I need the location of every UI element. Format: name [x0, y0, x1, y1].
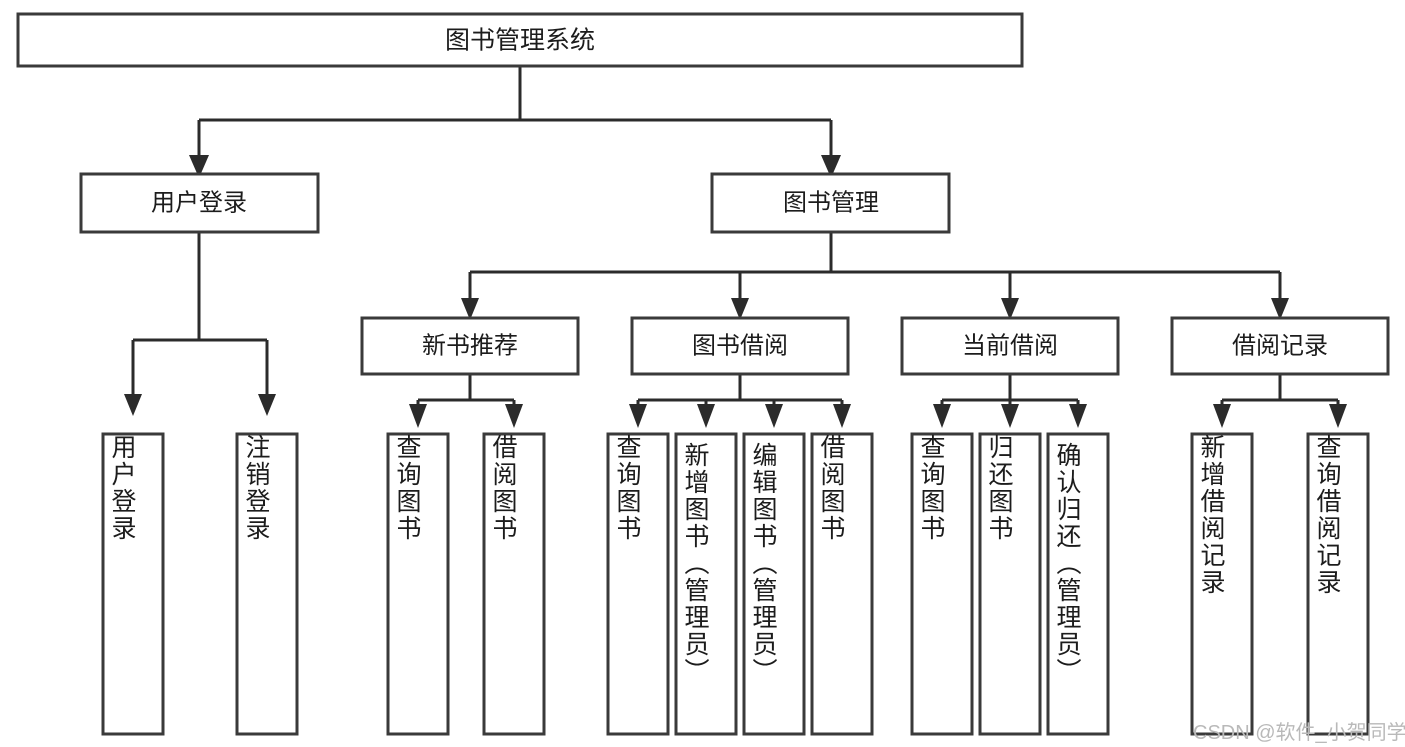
node-user-login[interactable]: 用户登录 — [79, 172, 320, 234]
watermark-text: CSDN @软件_小贺同学 — [1193, 722, 1405, 744]
connector-current-to-leaves — [933, 374, 1087, 428]
connector-bookmgmt-to-level3 — [461, 232, 1289, 320]
node-borrow-record-label: 借阅记录 — [1232, 332, 1328, 359]
node-leaf-add-book[interactable] — [674, 432, 738, 736]
node-leaf-confirm-return[interactable] — [1046, 432, 1110, 736]
connector-root-to-level2 — [189, 66, 841, 178]
node-leaf-return-book[interactable] — [978, 432, 1042, 736]
node-book-borrow[interactable]: 图书借阅 — [630, 316, 850, 376]
node-leaf-query-book-1[interactable] — [386, 432, 450, 736]
node-leaf-logout[interactable] — [235, 432, 299, 736]
node-user-login-label: 用户登录 — [151, 189, 247, 216]
connector-newbook-to-leaves — [409, 374, 523, 428]
node-borrow-record[interactable]: 借阅记录 — [1170, 316, 1390, 376]
node-book-management-label: 图书管理 — [783, 189, 879, 216]
node-root[interactable]: 图书管理系统 — [16, 12, 1024, 68]
node-leaf-query-book-2[interactable] — [606, 432, 670, 736]
node-book-borrow-label: 图书借阅 — [692, 332, 788, 359]
node-leaf-user-login[interactable] — [101, 432, 165, 736]
node-leaf-query-record[interactable] — [1306, 432, 1370, 736]
node-root-label: 图书管理系统 — [445, 27, 595, 55]
connector-borrow-to-leaves — [629, 374, 851, 428]
connector-record-to-leaves — [1213, 374, 1347, 428]
node-current-borrow[interactable]: 当前借阅 — [900, 316, 1120, 376]
node-book-management[interactable]: 图书管理 — [710, 172, 951, 234]
node-current-borrow-label: 当前借阅 — [962, 332, 1058, 359]
node-leaf-borrow-book-1[interactable] — [482, 432, 546, 736]
node-leaf-edit-book[interactable] — [742, 432, 806, 736]
connector-userlogin-to-leaves — [124, 232, 276, 416]
node-leaf-borrow-book-2[interactable] — [810, 432, 874, 736]
node-leaf-add-record[interactable] — [1190, 432, 1254, 736]
node-leaf-query-book-3[interactable] — [910, 432, 974, 736]
node-new-book-recommend-label: 新书推荐 — [422, 332, 518, 359]
node-new-book-recommend[interactable]: 新书推荐 — [360, 316, 580, 376]
